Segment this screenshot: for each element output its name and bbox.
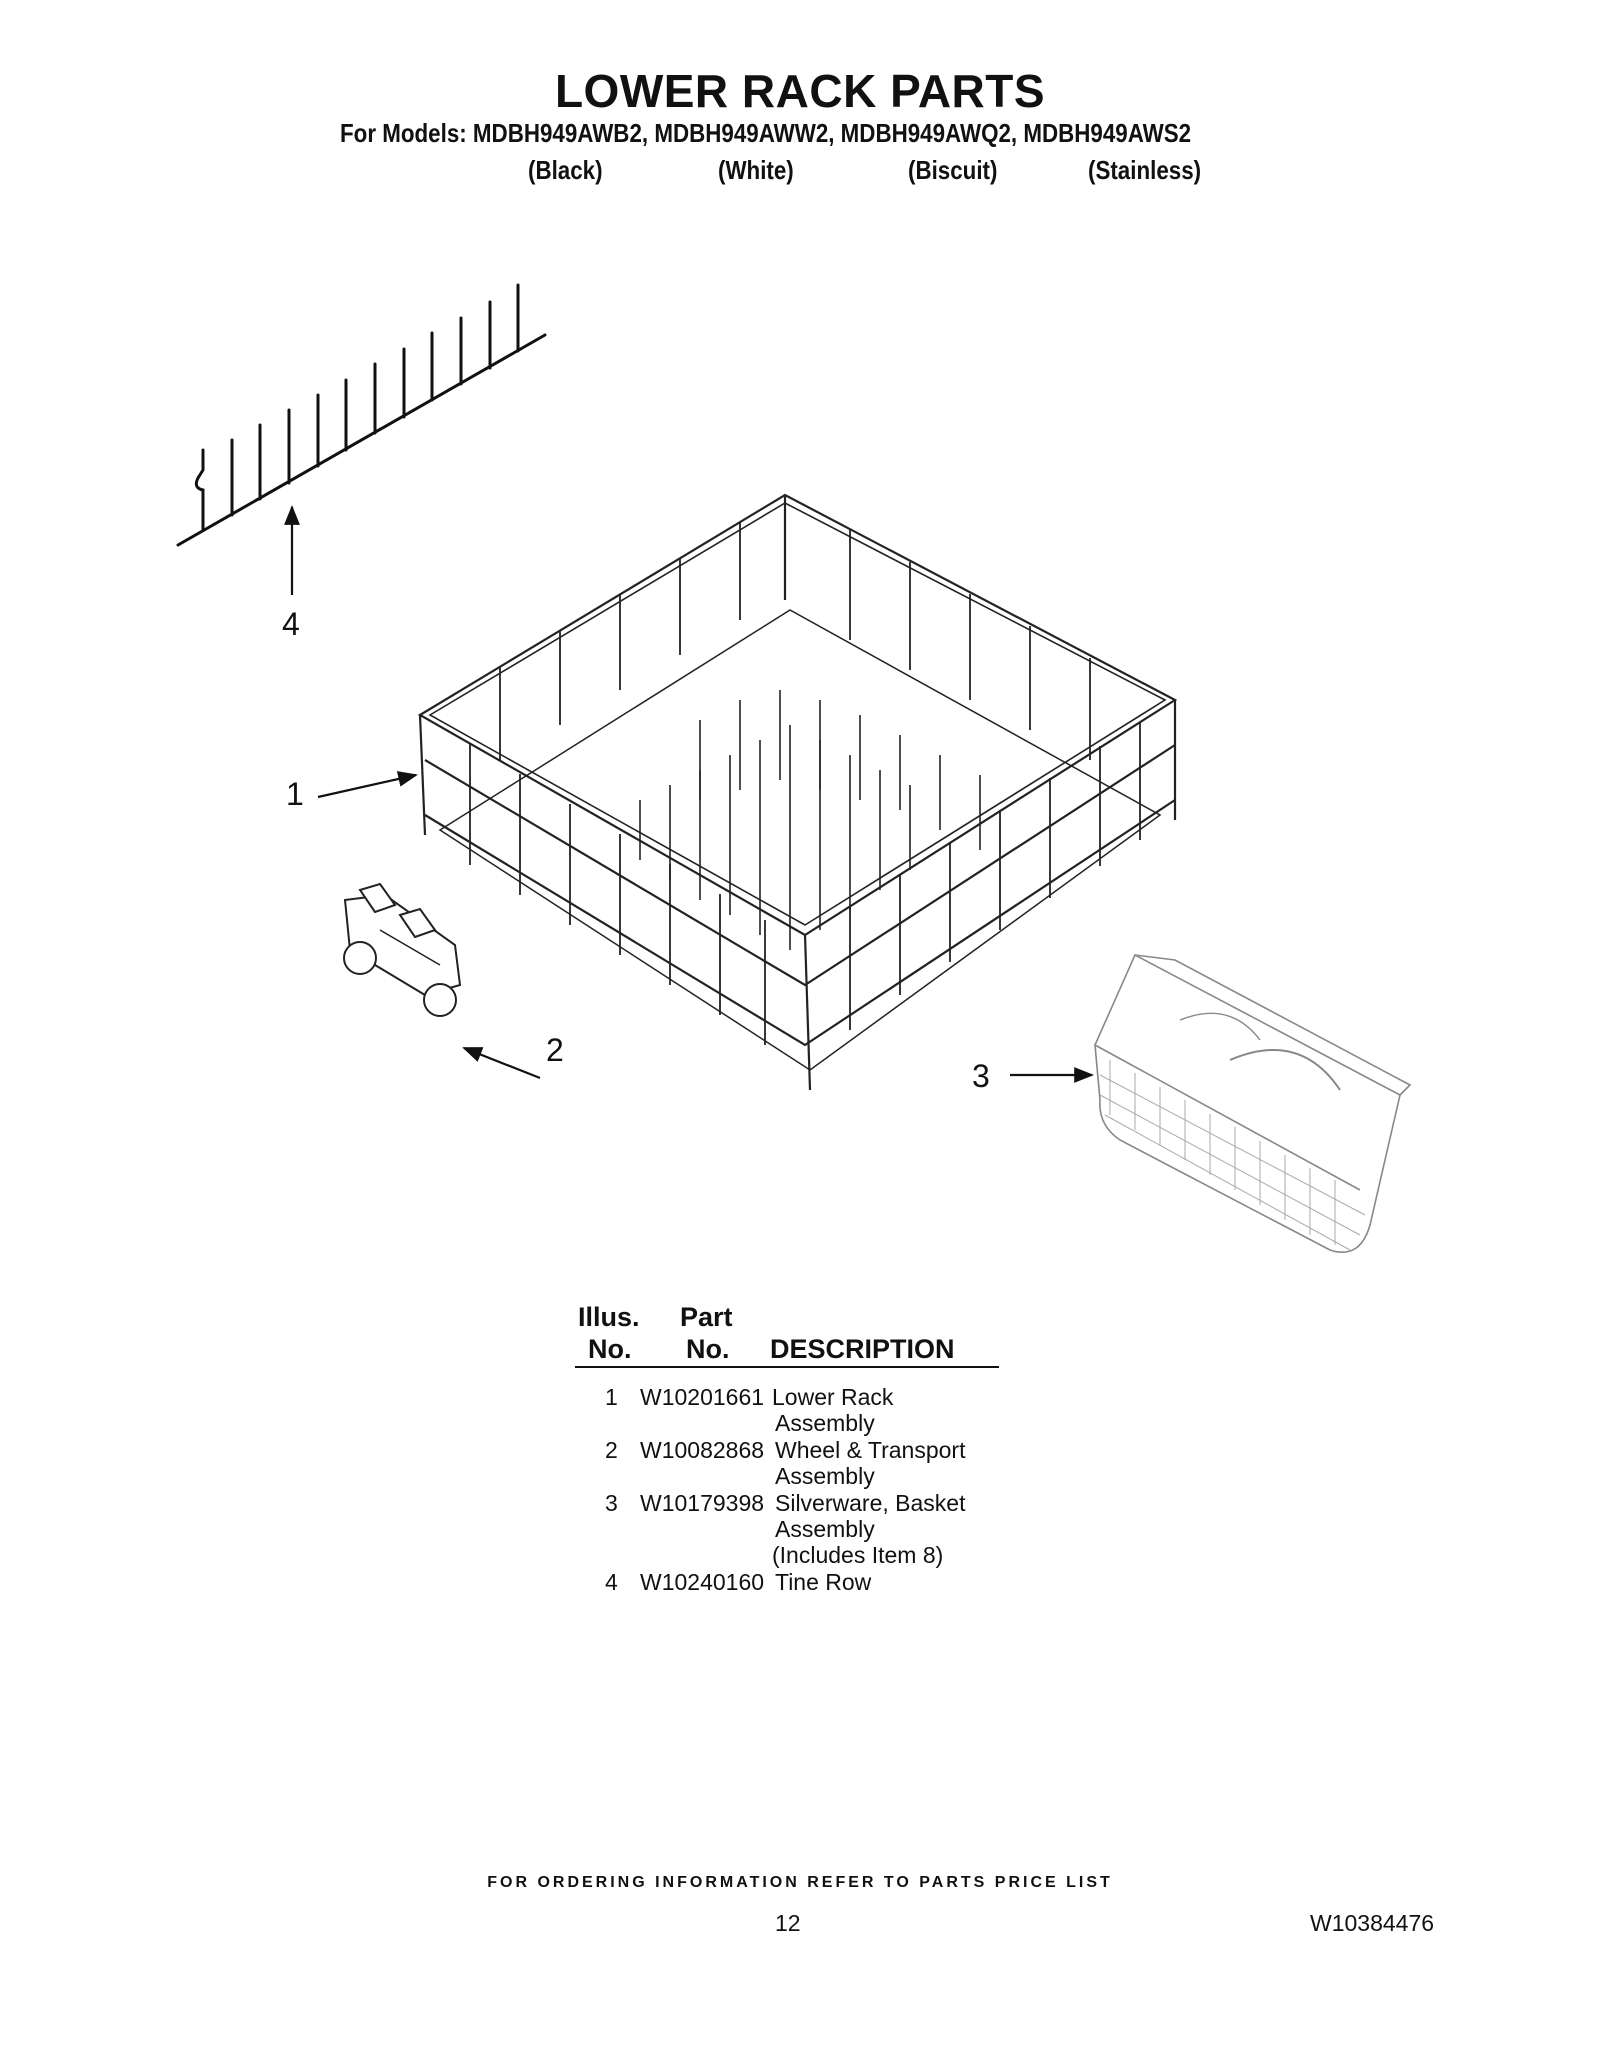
finish-biscuit: (Biscuit) <box>908 155 998 185</box>
callout-2: 2 <box>546 1032 564 1068</box>
row-illus-no: 3 <box>605 1490 618 1516</box>
document-number: W10384476 <box>1310 1910 1435 1936</box>
callout-1: 1 <box>286 776 304 812</box>
silverware-basket-illustration <box>1094 953 1412 1253</box>
row-illus-no: 4 <box>605 1569 618 1595</box>
row-part-no: W10179398 <box>640 1490 765 1516</box>
row-illus-no: 2 <box>605 1437 618 1463</box>
model-list: For Models: MDBH949AWB2, MDBH949AWW2, MD… <box>340 118 1192 148</box>
finish-white: (White) <box>718 155 794 185</box>
row-description-note: (Includes Item 8) <box>772 1542 944 1568</box>
header-description: DESCRIPTION <box>770 1334 955 1364</box>
row-description-cont: Assembly <box>775 1516 875 1542</box>
row-part-no: W10082868 <box>640 1437 765 1463</box>
row-description-cont: Assembly <box>775 1463 875 1489</box>
row-description: Wheel & Transport <box>775 1437 966 1463</box>
row-description: Tine Row <box>775 1569 872 1595</box>
page-title: LOWER RACK PARTS <box>554 65 1046 117</box>
header-illus-line1: Illus. <box>578 1302 640 1332</box>
row-illus-no: 1 <box>605 1384 618 1410</box>
row-part-no: W10240160 <box>640 1569 765 1595</box>
row-description-cont: Assembly <box>775 1410 875 1436</box>
callout-3: 3 <box>972 1058 990 1094</box>
ordering-note: FOR ORDERING INFORMATION REFER TO PARTS … <box>487 1874 1113 1891</box>
lower-rack-illustration <box>417 493 1178 1091</box>
header-rule <box>575 1366 999 1368</box>
wheel-transport-illustration <box>343 882 462 1017</box>
finish-stainless: (Stainless) <box>1088 155 1202 185</box>
header-illus-line2: No. <box>588 1334 632 1364</box>
page-number: 12 <box>775 1910 801 1936</box>
row-description: Lower Rack <box>772 1384 894 1410</box>
finish-black: (Black) <box>528 155 603 185</box>
callout-4: 4 <box>282 606 300 642</box>
tine-row-illustration <box>176 283 547 547</box>
row-description: Silverware, Basket <box>775 1490 966 1516</box>
exploded-parts-drawing <box>176 283 1412 1253</box>
row-part-no: W10201661 <box>640 1384 765 1410</box>
header-part-line2: No. <box>686 1334 730 1364</box>
header-part-line1: Part <box>680 1302 733 1332</box>
callout-leaders <box>284 505 1094 1083</box>
